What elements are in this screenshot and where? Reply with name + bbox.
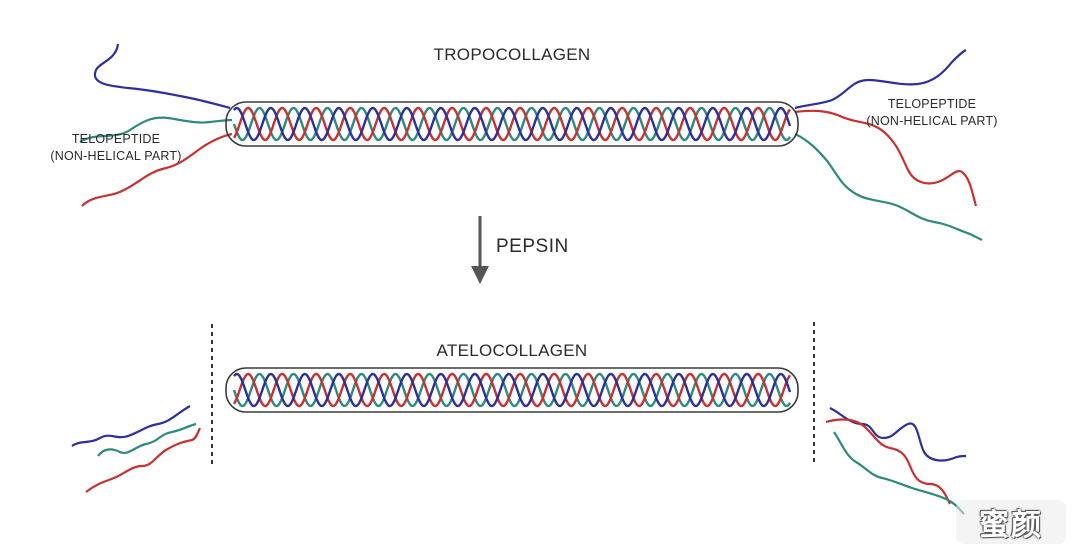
- cleaved-telopeptides-right: [825, 407, 967, 515]
- pepsin-label: PEPSIN: [496, 236, 569, 257]
- top-right-tail-teal: [794, 133, 983, 241]
- tropocollagen-label: TROPOCOLLAGEN: [434, 45, 591, 64]
- cleaved-telopeptides-left: [71, 405, 201, 493]
- telopeptide-left-line2: (NON-HELICAL PART): [50, 149, 181, 163]
- fragment-left-teal: [97, 422, 197, 457]
- telopeptide-right-line2: (NON-HELICAL PART): [866, 114, 997, 128]
- telopeptide-right-line1: TELOPEPTIDE: [888, 97, 976, 111]
- watermark-logo: 蜜颜: [956, 500, 1066, 544]
- helix-strand-blue: [233, 106, 792, 142]
- helix-strand-teal: [232, 372, 792, 408]
- watermark-text: 蜜颜: [979, 508, 1043, 543]
- top-left-tail-teal: [79, 116, 233, 143]
- top-left-tail-blue: [93, 43, 231, 110]
- helix-strand-red: [232, 106, 791, 142]
- helix-strand-teal: [232, 106, 792, 142]
- tropocollagen-triple-helix: [225, 101, 799, 147]
- top-right-tail-red: [794, 109, 978, 207]
- helix-strand-red: [232, 372, 791, 408]
- down-arrow-icon: [471, 216, 489, 284]
- fragment-right-blue: [829, 407, 967, 462]
- fragment-right-red: [825, 418, 951, 505]
- top-left-tail-red: [81, 132, 233, 207]
- top-right-telopeptide-tails: [794, 49, 983, 241]
- tropocollagen-rod-outline: [225, 101, 799, 147]
- atelocollagen-label: ATELOCOLLAGEN: [437, 341, 588, 360]
- helix-strand-blue: [233, 372, 792, 408]
- telopeptide-left-line1: TELOPEPTIDE: [72, 132, 160, 146]
- top-left-telopeptide-tails: [79, 43, 233, 207]
- fragment-right-teal: [833, 431, 965, 515]
- atelocollagen-triple-helix: [225, 367, 799, 413]
- atelocollagen-rod-outline: [225, 367, 799, 413]
- fragment-left-blue: [71, 405, 191, 447]
- top-right-tail-blue: [794, 49, 967, 110]
- fragment-left-red: [85, 427, 201, 493]
